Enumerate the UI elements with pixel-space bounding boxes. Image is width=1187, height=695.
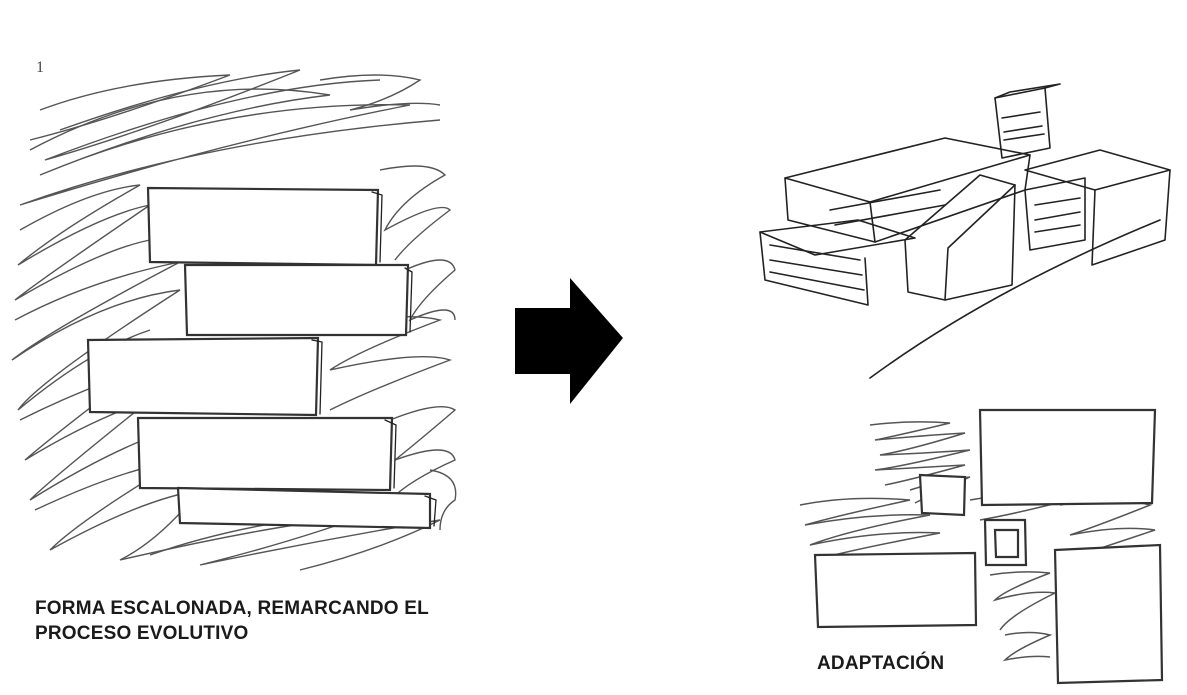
plan-block-top-right (978, 408, 1157, 507)
caption-stepped-form: FORMA ESCALONADA, REMARCANDO EL PROCESO … (35, 596, 555, 646)
stepped-form-sketch: 1 (11, 59, 457, 571)
block-5 (176, 486, 432, 530)
block-1 (146, 186, 380, 267)
right-volume (1024, 149, 1171, 191)
caption-stepped-form-line2: PROCESO EVOLUTIVO (35, 623, 249, 644)
stepped-blocks (86, 186, 432, 530)
corner-numeral: 1 (36, 59, 44, 76)
tower-block (994, 87, 1051, 159)
ground-line (869, 219, 1161, 379)
block-3 (86, 336, 320, 417)
plan-blocks (813, 408, 1164, 685)
front-block (904, 174, 1016, 301)
plan-block-bottom-left (813, 551, 978, 629)
caption-stepped-form-line1: FORMA ESCALONADA, REMARCANDO EL (35, 598, 429, 619)
plan-block-bottom-right (1053, 543, 1164, 685)
right-arrow-icon (515, 278, 623, 404)
plan-block-small-square (918, 473, 967, 517)
block-4 (136, 416, 394, 492)
central-roof (784, 137, 1031, 203)
caption-adaptation: ADAPTACIÓN (817, 653, 945, 674)
plan-sketch (799, 408, 1164, 685)
plan-core-inner (993, 528, 1020, 559)
block-edge-strokes (311, 191, 437, 527)
block-2 (183, 263, 410, 337)
lower-left-volume (759, 219, 916, 256)
perspective-sketch (759, 83, 1171, 379)
